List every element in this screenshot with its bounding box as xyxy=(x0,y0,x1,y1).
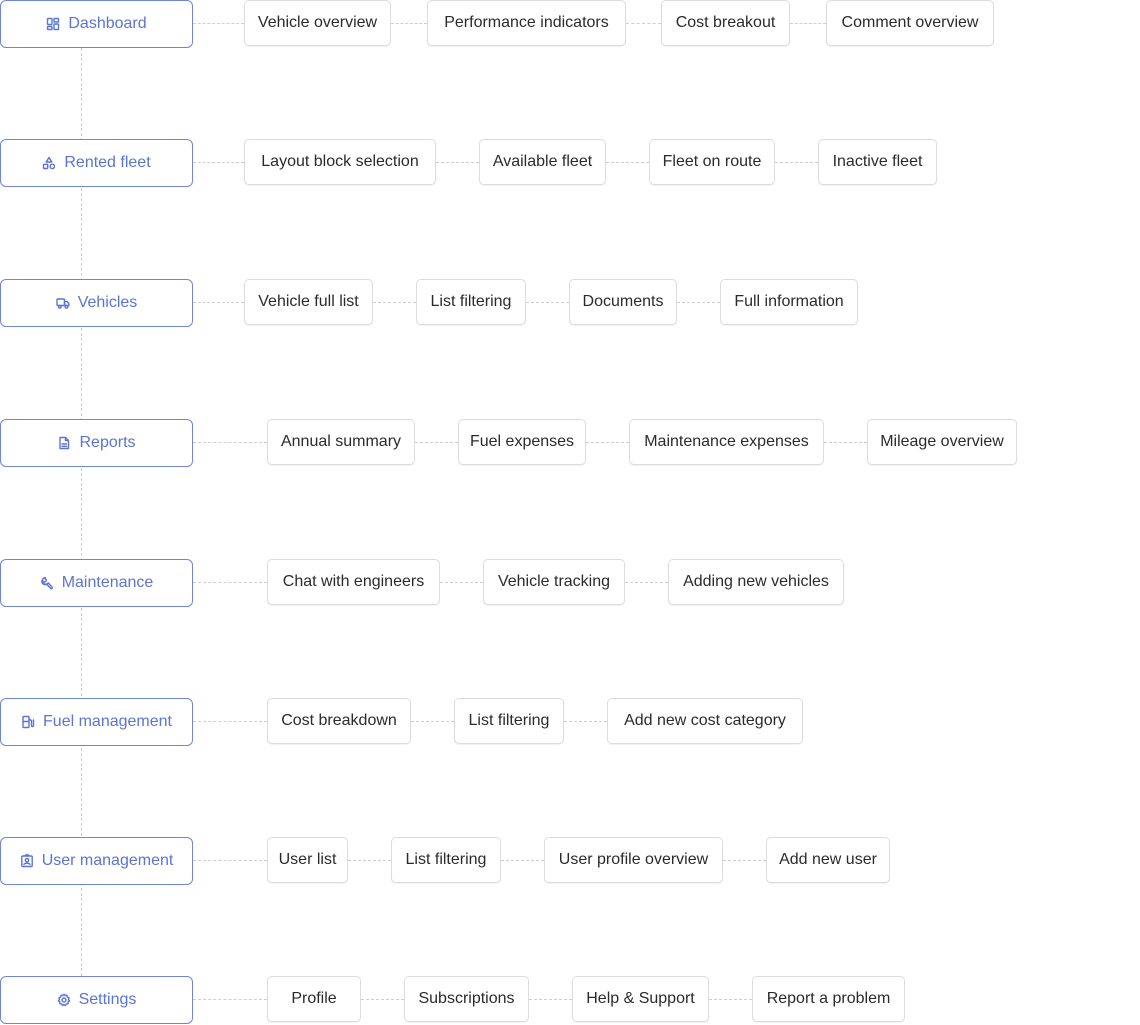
nav-item-label: Rented fleet xyxy=(64,154,151,171)
node-cost-breakout[interactable]: Cost breakout xyxy=(661,0,790,46)
connector-line xyxy=(193,721,267,722)
gear-icon xyxy=(57,993,70,1007)
node-adding-new-vehicles[interactable]: Adding new vehicles xyxy=(668,559,844,605)
node-profile[interactable]: Profile xyxy=(267,976,361,1022)
node-vehicle-tracking[interactable]: Vehicle tracking xyxy=(483,559,625,605)
connector-line xyxy=(411,721,454,722)
connector-line xyxy=(373,302,416,303)
user-badge-icon xyxy=(20,854,33,868)
truck-icon xyxy=(56,298,70,309)
section-vehicles: Vehicles Vehicle full list List filterin… xyxy=(0,279,1140,327)
section-fuel-management: Fuel management Cost breakdown List filt… xyxy=(0,698,1140,746)
connector-line xyxy=(193,302,244,303)
node-vehicle-overview[interactable]: Vehicle overview xyxy=(244,0,391,46)
nav-item-label: Settings xyxy=(78,991,137,1008)
connector-line xyxy=(586,442,629,443)
fuel-pump-icon xyxy=(22,715,35,729)
shapes-icon xyxy=(43,156,56,170)
connector-line xyxy=(529,999,572,1000)
node-user-profile-overview[interactable]: User profile overview xyxy=(544,837,723,883)
node-inactive-fleet[interactable]: Inactive fleet xyxy=(818,139,937,185)
connector-line xyxy=(824,442,867,443)
nav-item-user-management[interactable]: User management xyxy=(0,837,193,885)
nav-item-fuel-management[interactable]: Fuel management xyxy=(0,698,193,746)
connector-line xyxy=(415,442,458,443)
node-list-filtering[interactable]: List filtering xyxy=(391,837,501,883)
nav-item-reports[interactable]: Reports xyxy=(0,419,193,467)
node-documents[interactable]: Documents xyxy=(569,279,677,325)
dashboard-grid-icon xyxy=(47,17,60,31)
nav-item-label: User management xyxy=(41,852,174,869)
node-add-new-user[interactable]: Add new user xyxy=(766,837,890,883)
nav-item-label: Reports xyxy=(79,434,136,451)
node-full-information[interactable]: Full information xyxy=(720,279,858,325)
section-settings: Settings Profile Subscriptions Help & Su… xyxy=(0,976,1140,1024)
node-list-filtering[interactable]: List filtering xyxy=(416,279,526,325)
node-performance-indicators[interactable]: Performance indicators xyxy=(427,0,626,46)
wrench-icon xyxy=(40,576,53,590)
nav-item-label: Dashboard xyxy=(68,15,147,32)
nav-item-label: Fuel management xyxy=(43,713,172,730)
nav-item-label: Vehicles xyxy=(77,294,138,311)
connector-line xyxy=(709,999,752,1000)
node-available-fleet[interactable]: Available fleet xyxy=(479,139,606,185)
connector-line xyxy=(436,162,479,163)
nav-item-label: Maintenance xyxy=(61,574,154,591)
connector-line xyxy=(361,999,404,1000)
nav-item-vehicles[interactable]: Vehicles xyxy=(0,279,193,327)
connector-line xyxy=(677,302,720,303)
connector-line xyxy=(193,442,267,443)
connector-line xyxy=(775,162,818,163)
document-icon xyxy=(59,436,70,450)
node-vehicle-full-list[interactable]: Vehicle full list xyxy=(244,279,373,325)
section-user-management: User management User list List filtering… xyxy=(0,837,1140,885)
connector-line xyxy=(391,23,427,24)
connector-line xyxy=(626,23,661,24)
node-comment-overview[interactable]: Comment overview xyxy=(826,0,994,46)
node-cost-breakdown[interactable]: Cost breakdown xyxy=(267,698,411,744)
node-list-filtering[interactable]: List filtering xyxy=(454,698,564,744)
node-layout-block-selection[interactable]: Layout block selection xyxy=(244,139,436,185)
connector-line xyxy=(193,23,244,24)
node-help-support[interactable]: Help & Support xyxy=(572,976,709,1022)
vertical-connector xyxy=(81,48,82,976)
node-maintenance-expenses[interactable]: Maintenance expenses xyxy=(629,419,824,465)
section-dashboard: Dashboard Vehicle overview Performance i… xyxy=(0,0,1140,48)
connector-line xyxy=(348,860,391,861)
connector-line xyxy=(193,582,267,583)
section-maintenance: Maintenance Chat with engineers Vehicle … xyxy=(0,559,1140,607)
connector-line xyxy=(723,860,766,861)
node-mileage-overview[interactable]: Mileage overview xyxy=(867,419,1017,465)
nav-item-settings[interactable]: Settings xyxy=(0,976,193,1024)
node-fuel-expenses[interactable]: Fuel expenses xyxy=(458,419,586,465)
connector-line xyxy=(193,162,244,163)
connector-line xyxy=(625,582,668,583)
nav-item-dashboard[interactable]: Dashboard xyxy=(0,0,193,48)
node-fleet-on-route[interactable]: Fleet on route xyxy=(649,139,775,185)
node-user-list[interactable]: User list xyxy=(267,837,348,883)
connector-line xyxy=(790,23,826,24)
node-chat-with-engineers[interactable]: Chat with engineers xyxy=(267,559,440,605)
nav-item-rented-fleet[interactable]: Rented fleet xyxy=(0,139,193,187)
connector-line xyxy=(526,302,569,303)
section-reports: Reports Annual summary Fuel expenses Mai… xyxy=(0,419,1140,467)
connector-line xyxy=(564,721,607,722)
connector-line xyxy=(501,860,544,861)
node-annual-summary[interactable]: Annual summary xyxy=(267,419,415,465)
connector-line xyxy=(606,162,649,163)
connector-line xyxy=(193,860,267,861)
node-add-new-cost-category[interactable]: Add new cost category xyxy=(607,698,803,744)
connector-line xyxy=(193,999,267,1000)
node-subscriptions[interactable]: Subscriptions xyxy=(404,976,529,1022)
node-report-a-problem[interactable]: Report a problem xyxy=(752,976,905,1022)
nav-item-maintenance[interactable]: Maintenance xyxy=(0,559,193,607)
section-rented-fleet: Rented fleet Layout block selection Avai… xyxy=(0,139,1140,187)
connector-line xyxy=(440,582,483,583)
